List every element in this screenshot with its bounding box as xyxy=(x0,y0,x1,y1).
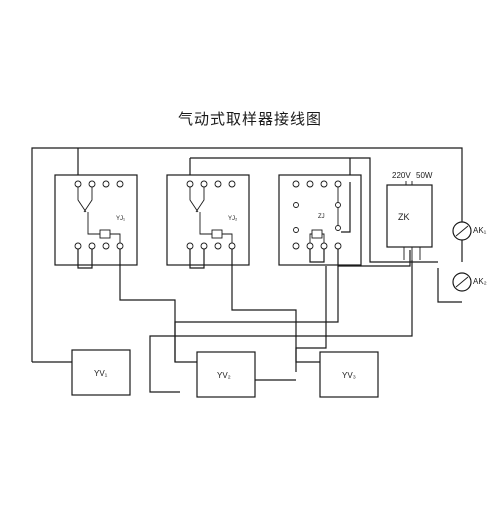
timer-power: 50W xyxy=(416,171,433,180)
relay-yj1-terminal xyxy=(116,180,124,188)
zj-out-wire-a xyxy=(309,249,325,263)
relay-yj2-terminal xyxy=(228,180,236,188)
valve-yv1-label: YV₁ xyxy=(94,369,108,378)
zj-right-wire xyxy=(341,182,351,233)
valve-yv2: YV₂ xyxy=(196,351,256,398)
outer-bus-wire xyxy=(31,147,463,362)
relay-yj1-terminal xyxy=(102,180,110,188)
relay-zj-terminal xyxy=(335,202,341,208)
relay-zj-coil xyxy=(311,229,323,239)
button-ak1-contact xyxy=(455,225,469,237)
button-ak2-contact xyxy=(455,276,469,288)
timer-zk-body xyxy=(386,184,433,248)
relay-zj-terminal xyxy=(320,242,328,250)
relay-zj-terminal xyxy=(335,225,341,231)
feed-wire-yj2-b xyxy=(190,157,438,263)
relay-yj2-terminal xyxy=(186,180,194,188)
relay-zj-terminal xyxy=(334,242,342,250)
button-ak1: AK₁ xyxy=(452,221,487,241)
timer-zk: 220V 50W ZK xyxy=(386,171,433,260)
relay-zj-terminal xyxy=(320,180,328,188)
relay-zj: ZJ xyxy=(278,174,362,266)
valve-yv3: YV₃ xyxy=(319,351,379,398)
zj-out-wire-b xyxy=(337,249,411,267)
timer-voltage: 220V xyxy=(392,171,411,180)
relay-zj-label: ZJ xyxy=(318,214,325,220)
relay-yj2-coil-wire xyxy=(199,228,233,243)
relay-yj2-terminal xyxy=(200,242,208,250)
relay-yj1-terminal xyxy=(88,242,96,250)
relay-zj-terminal xyxy=(292,180,300,188)
relay-zj-terminal xyxy=(292,242,300,250)
relay-yj1-terminal xyxy=(74,180,82,188)
relay-yj2-terminal xyxy=(228,242,236,250)
relay-zj-terminal xyxy=(306,242,314,250)
relay-yj2-contact-b xyxy=(195,187,205,213)
button-ak2-label: AK₂ xyxy=(473,277,487,286)
timer-bottom-leads xyxy=(403,247,421,260)
relay-yj1-label: YJ₁ xyxy=(116,216,125,222)
relay-yj2-terminal xyxy=(214,180,222,188)
relay-zj-body xyxy=(278,174,362,266)
valve-yv2-label: YV₂ xyxy=(217,371,231,380)
valve-feed-wire-yv3 xyxy=(231,282,320,363)
relay-yj1-contact xyxy=(77,187,89,228)
timer-to-bus-wire xyxy=(149,260,413,393)
bus-right-lower xyxy=(437,268,462,303)
yj2-bottom-wire xyxy=(189,249,205,269)
valve-yv1: YV₁ xyxy=(71,349,131,396)
relay-yj2-contact xyxy=(189,187,201,228)
button-ak2: AK₂ xyxy=(452,272,487,292)
valve-feed-wire-yv2 xyxy=(119,282,197,363)
relay-yj1-body xyxy=(54,174,138,266)
relay-zj-internal-wire xyxy=(309,187,339,243)
relay-zj-terminal xyxy=(334,180,342,188)
relay-yj1-terminal xyxy=(74,242,82,250)
relay-zj-terminal xyxy=(293,227,299,233)
relay-yj1-terminal xyxy=(116,242,124,250)
relay-zj-terminal xyxy=(293,202,299,208)
timer-zk-label: ZK xyxy=(398,212,410,222)
relay-yj1-terminal xyxy=(88,180,96,188)
relay-yj2-label: YJ₂ xyxy=(228,216,238,222)
diagram-title: 气动式取样器接线图 xyxy=(177,111,322,128)
relay-yj2-terminal xyxy=(186,242,194,250)
yj1-bottom-wire xyxy=(77,249,93,269)
relay-yj2-terminal xyxy=(214,242,222,250)
relay-yj2-body xyxy=(166,174,250,266)
timer-top-leads xyxy=(405,181,413,185)
relay-yj1-contact-b xyxy=(83,187,93,213)
valve-yv3-label: YV₃ xyxy=(342,371,356,380)
valve-yv3-body xyxy=(319,351,379,398)
relay-zj-terminal xyxy=(306,180,314,188)
valve-yv1-body xyxy=(71,349,131,396)
valve-yv2-body xyxy=(196,351,256,398)
relay-yj1-terminal xyxy=(102,242,110,250)
relay-yj2: YJ₂ xyxy=(166,174,250,266)
relay-yj2-coil xyxy=(211,229,223,239)
relay-yj1-coil xyxy=(99,229,111,239)
relay-yj1-coil-wire xyxy=(87,228,121,243)
relay-yj2-terminal xyxy=(200,180,208,188)
button-ak1-label: AK₁ xyxy=(473,226,487,235)
relay-yj1: YJ₁ xyxy=(54,174,138,266)
